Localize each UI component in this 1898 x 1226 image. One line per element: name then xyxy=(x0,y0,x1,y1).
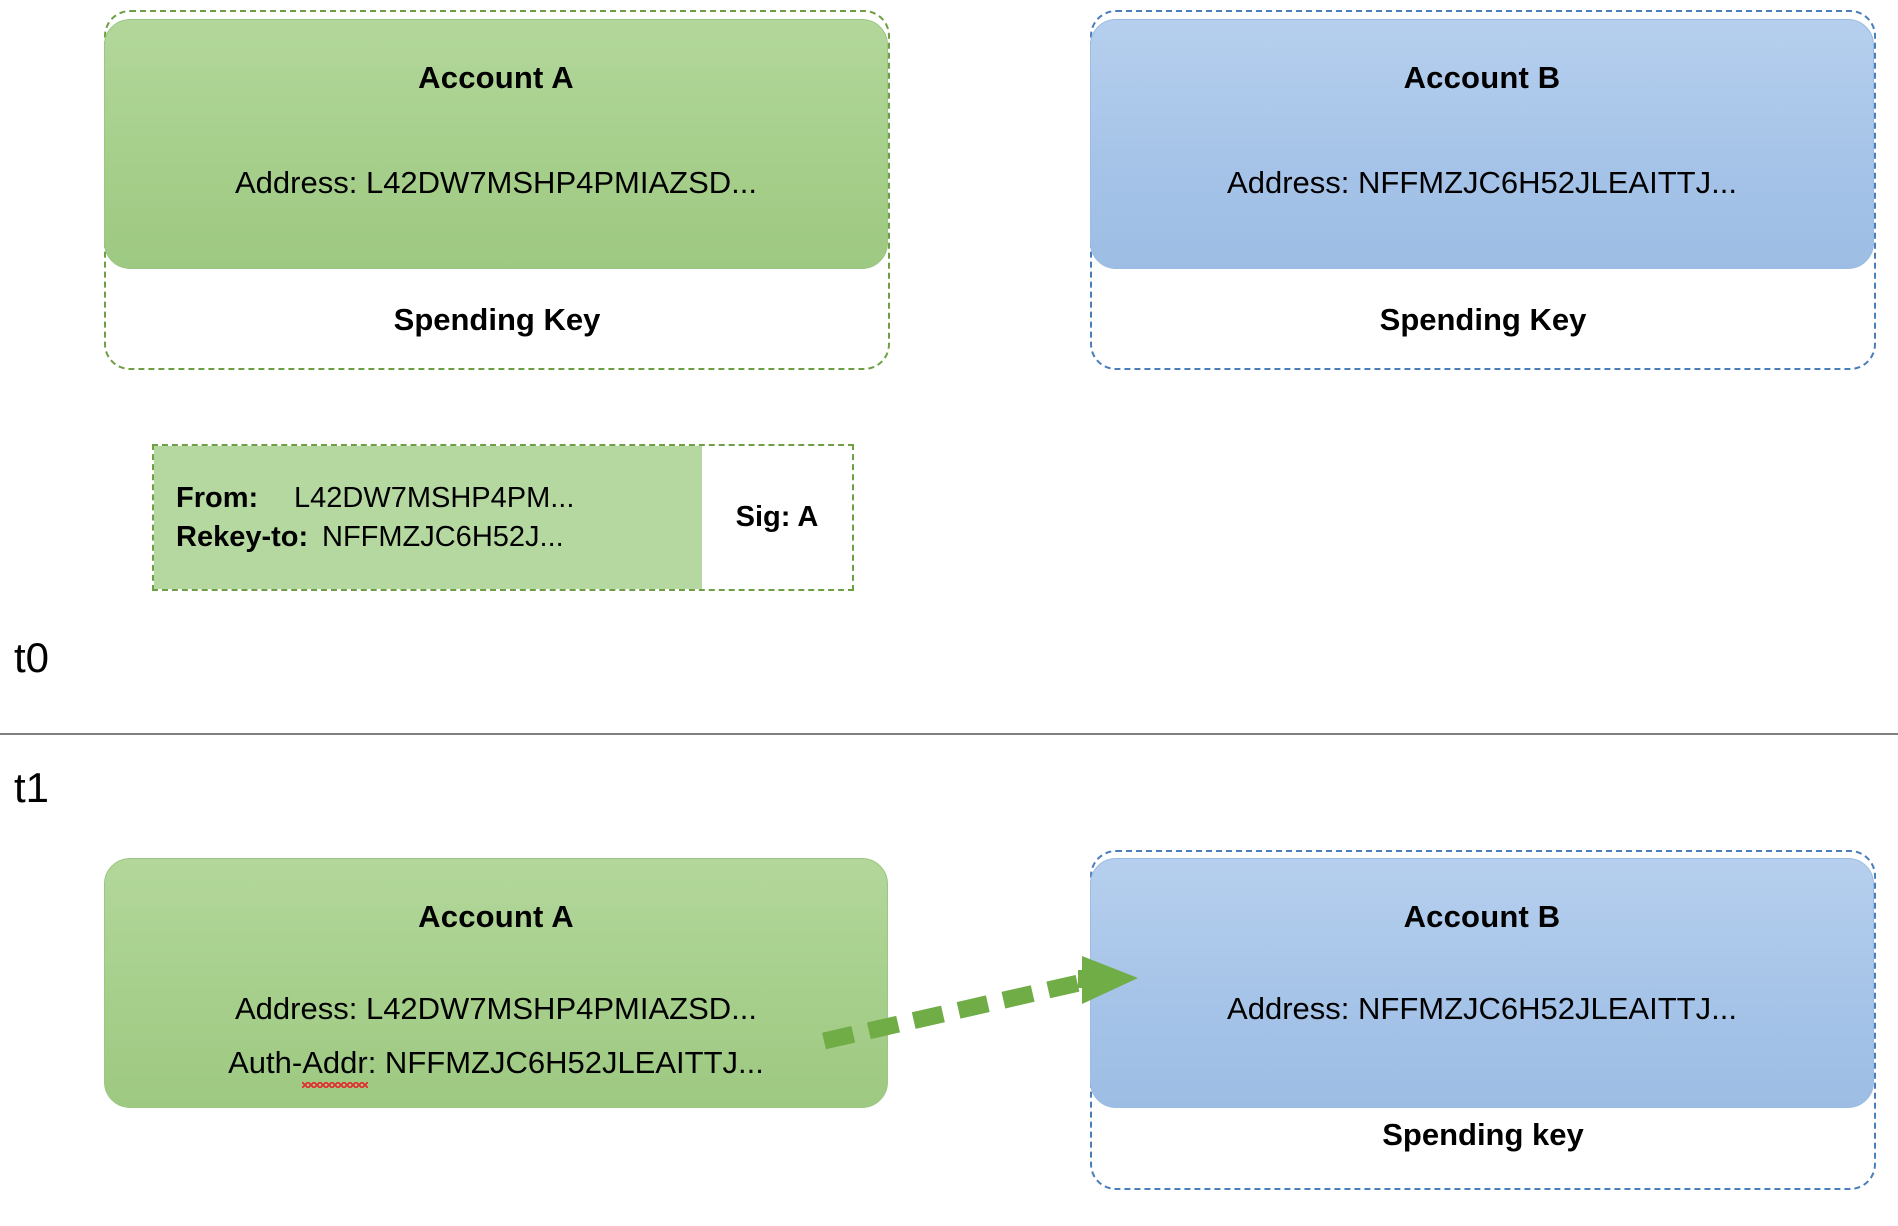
t0-transaction-rekey-value: NFFMZJC6H52J... xyxy=(322,520,564,553)
t0-account-b-title: Account B xyxy=(1403,60,1561,95)
t0-transaction-from-row: From: L42DW7MSHP4PM... xyxy=(176,479,688,518)
t1-account-a-address: Address: L42DW7MSHP4PMIAZSD... xyxy=(235,991,757,1026)
timeline-divider xyxy=(0,733,1898,735)
t0-transaction-rekey-row: Rekey-to: NFFMZJC6H52J... xyxy=(176,518,688,557)
t1-account-b-card: Account B Address: NFFMZJC6H52JLEAITTJ..… xyxy=(1090,858,1874,1108)
t0-transaction-from-key: From: xyxy=(176,481,259,514)
t1-auth-addr-suffix: : NFFMZJC6H52JLEAITTJ... xyxy=(367,1045,764,1080)
t0-rekey-transaction: From: L42DW7MSHP4PM... Rekey-to: NFFMZJC… xyxy=(152,444,854,591)
t0-account-b-spending-key-label: Spending Key xyxy=(1379,302,1587,337)
t0-account-b-card: Account B Address: NFFMZJC6H52JLEAITTJ..… xyxy=(1090,19,1874,269)
t1-account-a-title: Account A xyxy=(418,899,574,934)
t0-transaction-fields: From: L42DW7MSHP4PM... Rekey-to: NFFMZJC… xyxy=(154,446,702,589)
t1-account-a-auth-addr: Auth-Addr: NFFMZJC6H52JLEAITTJ... xyxy=(105,1045,887,1088)
t0-account-a-card: Account A Address: L42DW7MSHP4PMIAZSD... xyxy=(104,19,888,269)
t0-transaction-from-value: L42DW7MSHP4PM... xyxy=(294,481,575,514)
timeline-label-t1: t1 xyxy=(14,764,50,811)
t0-account-b-address: Address: NFFMZJC6H52JLEAITTJ... xyxy=(1227,165,1737,200)
t1-account-a-card: Account A Address: L42DW7MSHP4PMIAZSD...… xyxy=(104,858,888,1108)
t0-account-a-address: Address: L42DW7MSHP4PMIAZSD... xyxy=(235,165,757,200)
t1-auth-addr-prefix: Auth- xyxy=(228,1045,303,1080)
t1-auth-addr-misspelled-word: Addr xyxy=(302,1045,369,1088)
t0-transaction-rekey-key: Rekey-to: xyxy=(176,520,309,553)
t0-transaction-signature: Sig: A xyxy=(702,446,852,589)
t1-account-b-address: Address: NFFMZJC6H52JLEAITTJ... xyxy=(1227,991,1737,1026)
t0-account-a-spending-key-label: Spending Key xyxy=(393,302,601,337)
timeline-label-t0: t0 xyxy=(14,634,50,681)
t1-account-b-title: Account B xyxy=(1403,899,1561,934)
t0-account-a-title: Account A xyxy=(418,60,574,95)
t1-account-b-spending-key-label: Spending key xyxy=(1382,1117,1584,1152)
